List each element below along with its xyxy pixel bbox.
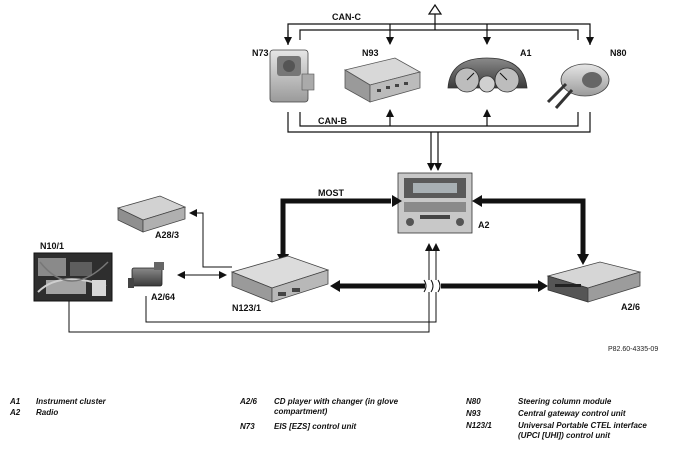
can-b-label: CAN-B <box>318 116 347 126</box>
legend-desc: Instrument cluster <box>36 397 106 406</box>
a2-64-label: A2/64 <box>151 292 175 302</box>
n10-1-component <box>33 252 113 302</box>
a2-label: A2 <box>478 220 490 230</box>
legend-desc: EIS [EZS] control unit <box>274 422 357 431</box>
a28-3-component <box>116 195 187 233</box>
line-crossing <box>423 279 441 293</box>
legend-code: N93 <box>466 409 481 418</box>
legend-desc: Universal Portable CTEL interface (UPCI … <box>518 421 647 440</box>
n10-1-label: N10/1 <box>40 241 64 251</box>
legend-n123-1: N123/1 Universal Portable CTEL interface… <box>466 421 671 453</box>
can-c-bus <box>284 12 594 45</box>
legend-desc: Central gateway control unit <box>518 409 626 418</box>
legend-desc: CD player with changer (in glove compart… <box>274 397 399 416</box>
n80-label: N80 <box>610 48 627 58</box>
a2-6-label: A2/6 <box>621 302 640 312</box>
n73-label: N73 <box>252 48 269 58</box>
legend-code: A2 <box>10 408 21 417</box>
legend-code: A1 <box>10 397 21 406</box>
n93-component <box>343 57 422 103</box>
can-c-up-arrow <box>427 3 443 15</box>
legend-a2-6: A2/6 CD player with changer (in glove co… <box>240 397 450 419</box>
a1-label: A1 <box>520 48 532 58</box>
a2-6-component <box>546 261 642 303</box>
legend-code: N73 <box>240 422 255 431</box>
n123-1-label: N123/1 <box>232 303 261 313</box>
legend-code: N123/1 <box>466 421 492 430</box>
legend-code: N80 <box>466 397 481 406</box>
reference-code: P82.60-4335-09 <box>608 346 658 353</box>
most-label: MOST <box>318 188 345 198</box>
n73-component <box>269 49 315 103</box>
a1-component <box>447 57 528 93</box>
n123-1-component <box>230 255 330 303</box>
a2-component <box>397 172 473 234</box>
a28-3-label: A28/3 <box>155 230 179 240</box>
legend-desc: Steering column module <box>518 397 612 406</box>
can-b-bus <box>287 109 591 171</box>
can-c-label: CAN-C <box>332 12 361 22</box>
n93-label: N93 <box>362 48 379 58</box>
a2-64-component <box>128 262 164 288</box>
legend-code: A2/6 <box>240 397 257 406</box>
legend-desc: Radio <box>36 408 59 417</box>
n80-component <box>546 63 610 109</box>
